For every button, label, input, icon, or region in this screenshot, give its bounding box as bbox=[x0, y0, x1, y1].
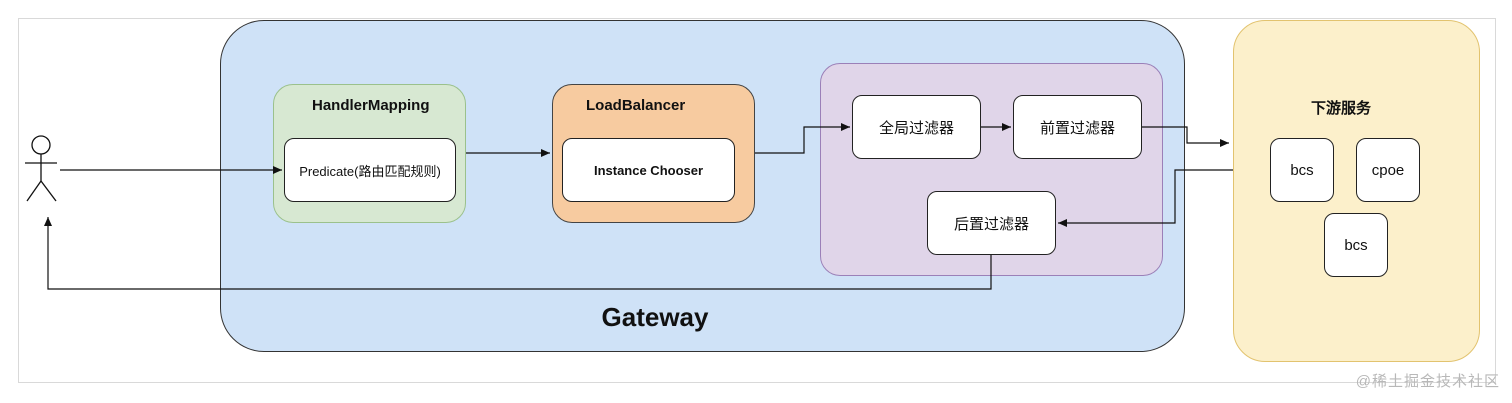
watermark: @稀土掘金技术社区 bbox=[1355, 373, 1500, 390]
arrow-pre-filter-to-downstream bbox=[1142, 126, 1229, 147]
instance-chooser-box: Instance Chooser bbox=[562, 138, 735, 202]
global-filter-box: 全局过滤器 bbox=[852, 95, 981, 159]
post-filter-box: 后置过滤器 bbox=[927, 191, 1056, 255]
service-box-cpoe: cpoe bbox=[1356, 138, 1420, 202]
predicate-box: Predicate(路由匹配规则) bbox=[284, 138, 456, 202]
canvas-frame bbox=[18, 18, 1496, 383]
service-box-bcs: bcs bbox=[1270, 138, 1334, 202]
arrow-post-filter-to-actor bbox=[44, 217, 992, 290]
load-balancer-title: LoadBalancer bbox=[586, 97, 686, 114]
service-box-bcs-2: bcs bbox=[1324, 213, 1388, 277]
gateway-label: Gateway bbox=[601, 302, 709, 332]
downstream-title: 下游服务 bbox=[1311, 100, 1372, 117]
arrow-downstream-to-post-filter bbox=[1058, 169, 1233, 227]
user-actor-icon bbox=[25, 135, 57, 202]
pre-filter-box: 前置过滤器 bbox=[1013, 95, 1142, 159]
handler-mapping-title: HandlerMapping bbox=[312, 97, 430, 114]
arrow-loadbalancer-to-global-filter bbox=[755, 123, 850, 154]
